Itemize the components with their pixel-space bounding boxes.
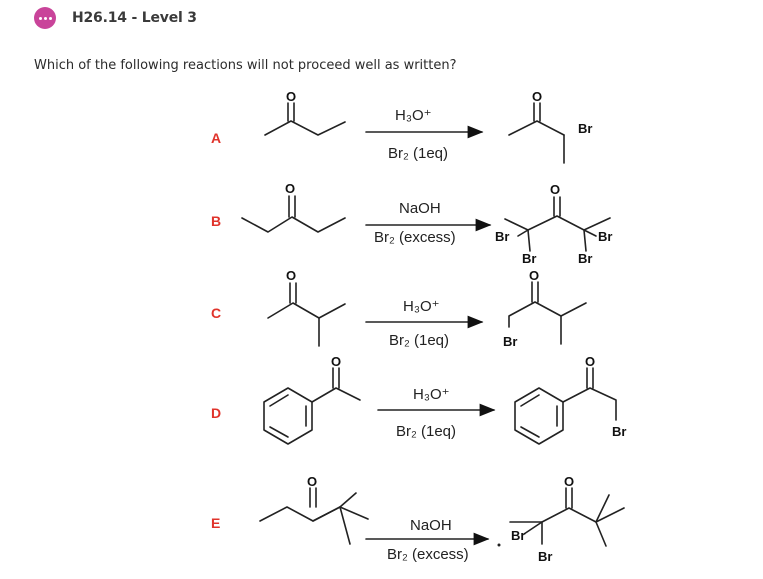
atom-oxygen: O: [532, 89, 542, 104]
atom-oxygen: O: [529, 268, 539, 283]
reactant-e-molecule: O: [259, 474, 369, 545]
app-header: H26.14 - Level 3: [0, 0, 763, 36]
product-c-molecule: O Br: [503, 268, 587, 349]
reagent-a-top: H₃O⁺: [395, 107, 432, 124]
reactant-c-molecule: O: [267, 268, 346, 347]
atom-oxygen: O: [550, 182, 560, 197]
atom-oxygen: O: [585, 354, 595, 369]
product-d-molecule: O Br: [514, 354, 626, 445]
atom-bromine: Br: [578, 251, 592, 266]
atom-oxygen: O: [331, 354, 341, 369]
atom-oxygen: O: [285, 181, 295, 196]
reagent-d-top: H₃O⁺: [413, 386, 450, 403]
atom-bromine: Br: [538, 549, 552, 564]
atom-bromine: Br: [503, 334, 517, 349]
reagent-c-bottom: Br₂ (1eq): [389, 332, 450, 349]
atom-oxygen: O: [564, 474, 574, 489]
choice-letter-e[interactable]: E: [211, 515, 221, 531]
chat-bubble-icon: [34, 7, 56, 29]
question-text: Which of the following reactions will no…: [34, 58, 457, 73]
atom-bromine: Br: [495, 229, 509, 244]
atom-oxygen: O: [286, 268, 296, 283]
product-e-molecule: Br O Br: [509, 474, 625, 564]
atom-oxygen: O: [307, 474, 317, 489]
product-a-molecule: O Br: [508, 89, 592, 164]
reagent-a-bottom: Br₂ (1eq): [388, 145, 449, 162]
reagent-d-bottom: Br₂ (1eq): [396, 423, 457, 440]
reactant-b-molecule: O: [241, 181, 346, 233]
atom-bromine: Br: [578, 121, 592, 136]
reagent-c-top: H₃O⁺: [403, 298, 440, 315]
atom-bromine: Br: [522, 251, 536, 266]
atom-bromine: Br: [612, 424, 626, 439]
product-b-molecule: Br Br O Br Br: [495, 182, 612, 266]
choice-letter-a[interactable]: A: [211, 130, 222, 146]
choice-letter-b[interactable]: B: [211, 213, 222, 229]
reactant-a-molecule: O: [264, 89, 346, 136]
reagent-e-top: NaOH: [410, 517, 452, 534]
dot-mark: [497, 543, 501, 547]
atom-bromine: Br: [511, 528, 525, 543]
atom-oxygen: O: [286, 89, 296, 104]
page-title: H26.14 - Level 3: [72, 10, 197, 26]
reagent-b-top: NaOH: [399, 200, 441, 217]
reactant-d-molecule: O: [263, 354, 361, 445]
choice-letter-d[interactable]: D: [211, 405, 222, 421]
atom-bromine: Br: [598, 229, 612, 244]
choice-letter-c[interactable]: C: [211, 305, 222, 321]
reagent-b-bottom: Br₂ (excess): [374, 229, 456, 246]
reagent-e-bottom: Br₂ (excess): [387, 546, 469, 563]
